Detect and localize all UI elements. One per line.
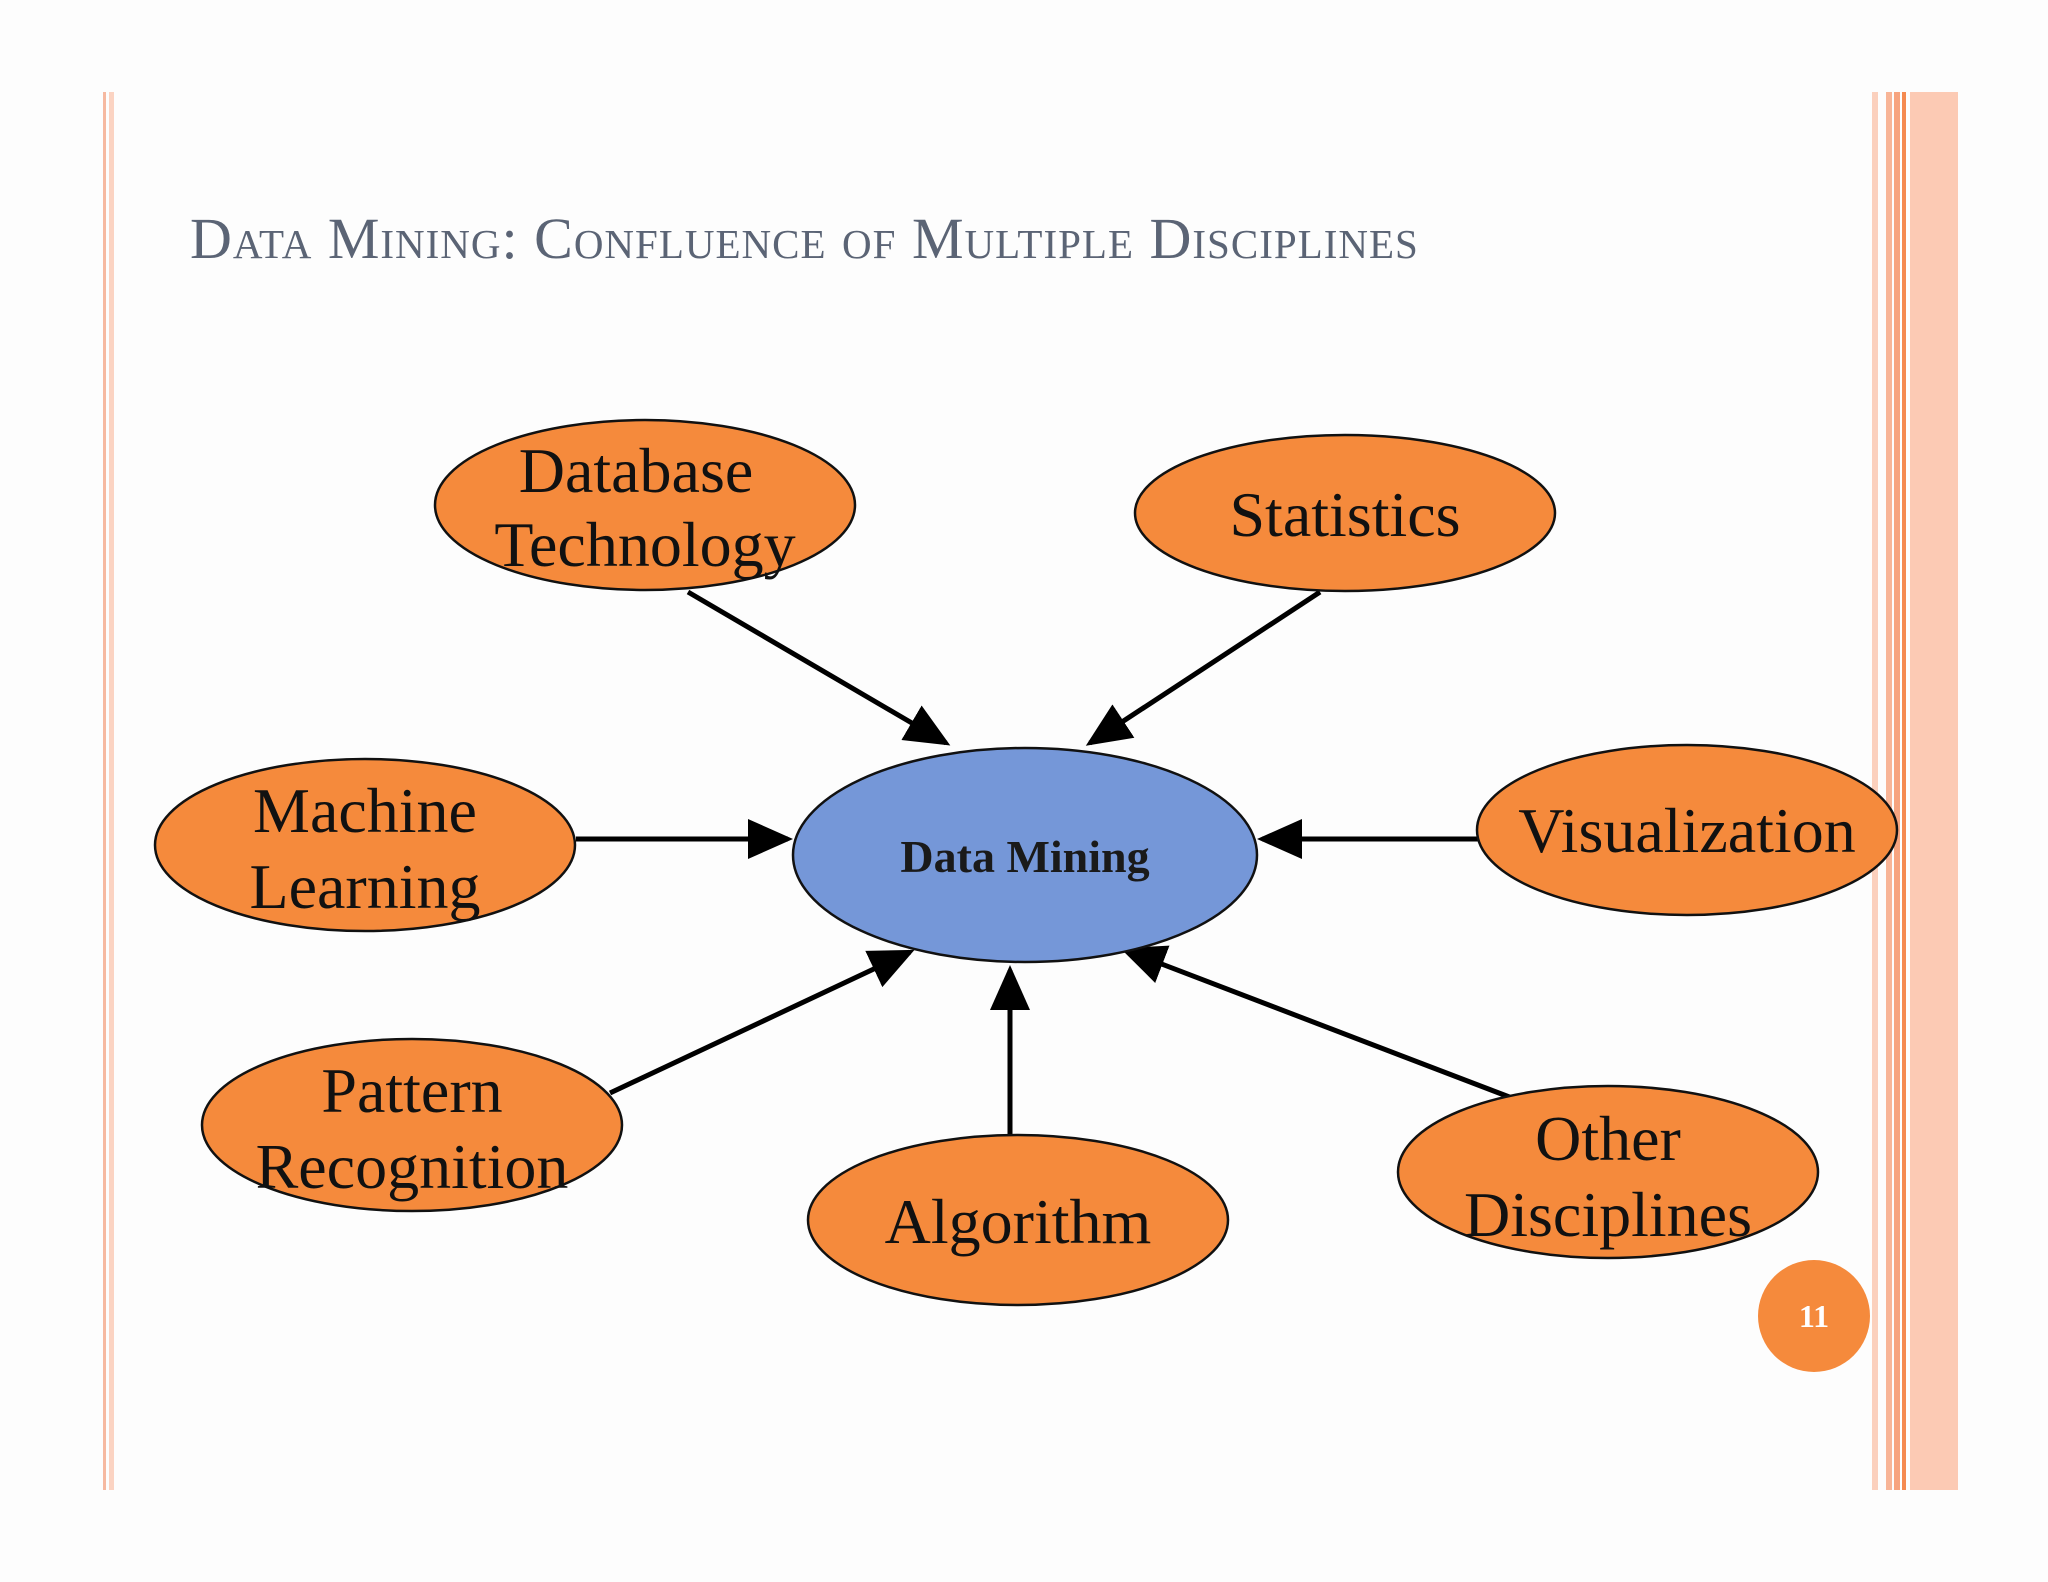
node-label-line2: Recognition bbox=[256, 1131, 569, 1202]
node-label-line1: Statistics bbox=[1229, 479, 1460, 550]
node-ellipse bbox=[433, 418, 857, 592]
arrow-database-to-center bbox=[686, 589, 951, 746]
arrow-pattern-to-center bbox=[608, 949, 915, 1096]
center-node-data-mining: Data Mining bbox=[791, 746, 1259, 964]
node-ellipse bbox=[1396, 1084, 1820, 1260]
node-statistics: Statistics bbox=[1133, 433, 1557, 593]
node-label-line1: Visualization bbox=[1518, 795, 1855, 866]
arrow-statistics-to-center bbox=[1085, 589, 1322, 746]
node-ellipse bbox=[1133, 433, 1557, 593]
node-visualization: Visualization bbox=[1475, 743, 1899, 917]
node-ellipse bbox=[806, 1133, 1230, 1307]
node-label-line1: Machine bbox=[253, 775, 477, 846]
slide-title: Data Mining: Confluence of Multiple Disc… bbox=[190, 206, 1419, 271]
node-label-line2: Learning bbox=[250, 851, 481, 922]
page-number-badge: 11 bbox=[1758, 1260, 1870, 1372]
node-other-disciplines: Other Disciplines bbox=[1396, 1084, 1820, 1260]
left-decorative-rule-inner bbox=[109, 92, 114, 1490]
node-ellipse bbox=[1475, 743, 1899, 917]
node-label-line2: Technology bbox=[494, 509, 795, 580]
left-decorative-rule bbox=[103, 92, 106, 1490]
node-pattern-recognition: Pattern Recognition bbox=[200, 1037, 624, 1213]
node-algorithm: Algorithm bbox=[806, 1133, 1230, 1307]
node-ellipse bbox=[153, 757, 577, 933]
connectors bbox=[576, 589, 1513, 1135]
center-label: Data Mining bbox=[900, 831, 1149, 882]
node-label-line1: Other bbox=[1535, 1103, 1681, 1174]
center-ellipse bbox=[791, 746, 1259, 964]
node-label-line1: Database bbox=[519, 435, 754, 506]
node-database-technology: Database Technology bbox=[433, 418, 857, 592]
node-label-line1: Algorithm bbox=[885, 1186, 1152, 1257]
arrow-other-to-center bbox=[1120, 945, 1513, 1101]
node-label-line1: Pattern bbox=[321, 1055, 502, 1126]
node-machine-learning: Machine Learning bbox=[153, 757, 577, 933]
node-ellipse bbox=[200, 1037, 624, 1213]
node-label-line2: Disciplines bbox=[1464, 1179, 1752, 1250]
